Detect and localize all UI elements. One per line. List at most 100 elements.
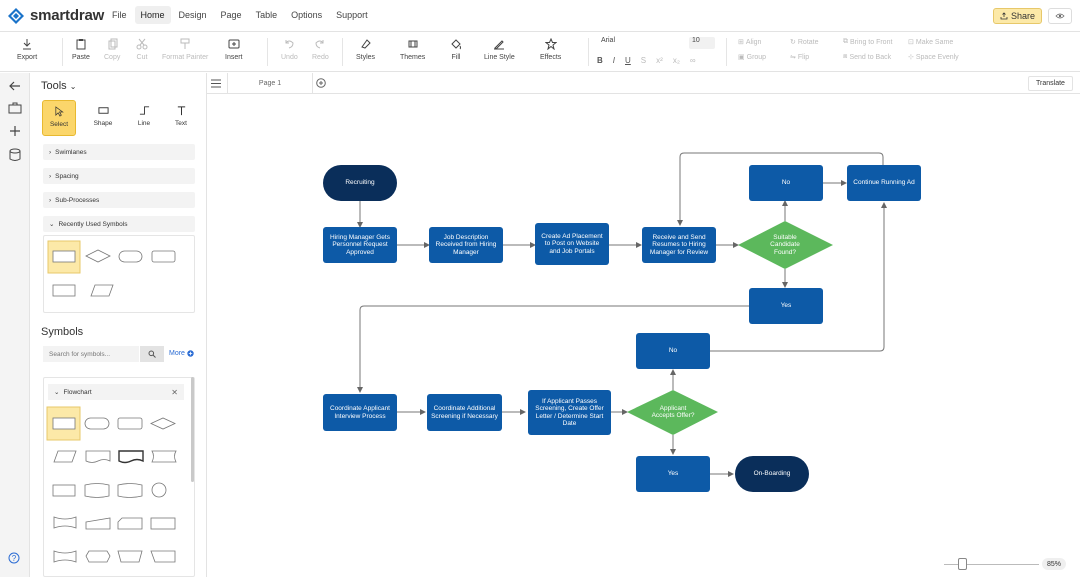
paste-button[interactable]: Paste <box>72 38 90 61</box>
symbol-process[interactable] <box>52 417 76 430</box>
list-icon[interactable] <box>211 79 221 88</box>
share-button[interactable]: Share <box>993 8 1042 24</box>
no-bottom-node[interactable]: No <box>636 333 710 369</box>
view-toggle-button[interactable] <box>1048 8 1072 24</box>
line-style-button[interactable]: Line Style <box>484 38 515 61</box>
zoom-slider-thumb[interactable] <box>958 558 967 570</box>
coordinate-interview-node[interactable]: Coordinate Applicant Interview Process <box>323 394 397 431</box>
select-tool[interactable]: Select <box>42 100 76 136</box>
offer-letter-node[interactable]: If Applicant Passes Screening, Create Of… <box>528 390 611 435</box>
recruiting-node[interactable]: Recruiting <box>323 165 397 201</box>
strikethrough-button[interactable]: S <box>640 56 647 65</box>
fill-button[interactable]: Fill <box>450 38 462 61</box>
export-button[interactable]: Export <box>17 38 37 61</box>
accepts-decision-shape[interactable] <box>627 390 718 435</box>
insert-button[interactable]: Insert <box>225 38 243 61</box>
connector-line[interactable] <box>677 152 884 226</box>
drawing-canvas[interactable]: Recruiting Hiring Manager Gets Personnel… <box>207 95 1080 577</box>
spacing-section[interactable]: ›Spacing <box>43 168 195 184</box>
superscript-button[interactable]: x² <box>656 56 663 65</box>
yes-mid-node[interactable]: Yes <box>749 288 823 324</box>
suitable-decision-shape[interactable] <box>738 221 833 269</box>
font-size-select[interactable]: 10 <box>689 37 715 49</box>
menu-options[interactable]: Options <box>291 10 323 20</box>
app-logo[interactable]: smartdraw <box>8 7 104 24</box>
flowchart-library-header[interactable]: ⌄ Flowchart ✕ <box>48 384 184 400</box>
menu-support[interactable]: Support <box>336 10 368 20</box>
group-button[interactable]: ▣Group <box>738 53 766 62</box>
styles-button[interactable]: Styles <box>356 38 375 61</box>
connector-line[interactable] <box>357 305 749 393</box>
make-same-button[interactable]: ⊡Make Same <box>908 38 953 47</box>
swimlanes-section[interactable]: ›Swimlanes <box>43 144 195 160</box>
menu-home[interactable]: Home <box>134 6 171 24</box>
redo-button[interactable]: Redo <box>312 38 329 61</box>
data-symbol[interactable] <box>90 284 114 297</box>
zoom-slider-track[interactable] <box>944 564 1039 565</box>
subscript-button[interactable]: x₂ <box>672 56 680 65</box>
symbol-database[interactable] <box>84 483 110 498</box>
terminator-symbol[interactable] <box>118 250 143 263</box>
back-arrow-icon[interactable] <box>8 79 22 93</box>
symbol-document[interactable] <box>85 450 111 463</box>
symbol-search-input[interactable] <box>43 346 139 362</box>
recently-used-section[interactable]: ⌄Recently Used Symbols <box>43 216 195 232</box>
italic-button[interactable]: I <box>612 56 616 65</box>
symbol-predefined-process[interactable] <box>52 484 76 497</box>
create-ad-node[interactable]: Create Ad Placement to Post on Website a… <box>535 223 609 265</box>
undo-button[interactable]: Undo <box>281 38 298 61</box>
more-symbols-link[interactable]: More <box>169 350 194 357</box>
text-tool[interactable]: Text <box>164 100 198 136</box>
sub-processes-section[interactable]: ›Sub-Processes <box>43 192 195 208</box>
symbol-punched-tape[interactable] <box>53 516 77 529</box>
receive-resumes-node[interactable]: Receive and Send Resumes to Hiring Manag… <box>642 227 716 263</box>
coordinate-screening-node[interactable]: Coordinate Additional Screening if Neces… <box>427 394 502 431</box>
symbol-display[interactable] <box>85 550 111 563</box>
link-button[interactable]: ∞ <box>689 56 696 65</box>
help-icon[interactable]: ? <box>8 552 20 564</box>
symbol-offpage[interactable] <box>150 550 176 563</box>
symbol-data[interactable] <box>53 450 77 463</box>
format-painter-button[interactable]: Format Painter <box>162 38 208 61</box>
copy-button[interactable]: Copy <box>104 38 120 61</box>
translate-button[interactable]: Translate <box>1028 76 1073 91</box>
process-symbol[interactable] <box>52 250 76 263</box>
tab-page-1[interactable]: Page 1 <box>227 73 313 94</box>
menu-page[interactable]: Page <box>220 10 242 20</box>
underline-button[interactable]: U <box>625 56 631 65</box>
cut-button[interactable]: Cut <box>136 38 148 61</box>
zoom-level[interactable]: 85% <box>1042 558 1066 570</box>
flip-button[interactable]: ⇋Flip <box>790 53 809 62</box>
database-icon[interactable] <box>8 148 22 162</box>
symbol-card[interactable] <box>117 517 143 530</box>
predefined-process-symbol[interactable] <box>52 284 76 297</box>
toolbox-icon[interactable] <box>8 101 22 115</box>
bold-button[interactable]: B <box>597 56 603 65</box>
symbol-connector[interactable] <box>151 482 167 498</box>
continue-ad-node[interactable]: Continue Running Ad <box>847 165 921 201</box>
symbol-tape[interactable] <box>53 550 77 563</box>
bring-to-front-button[interactable]: ⧉Bring to Front <box>843 38 892 46</box>
themes-button[interactable]: Themes <box>400 38 425 61</box>
menu-design[interactable]: Design <box>178 10 207 20</box>
job-description-node[interactable]: Job Description Received from Hiring Man… <box>429 227 503 263</box>
symbol-manual-input[interactable] <box>85 517 111 530</box>
symbol-library-scrollbar[interactable] <box>191 377 194 482</box>
symbol-search-button[interactable] <box>140 346 164 362</box>
symbol-decision[interactable] <box>150 417 176 430</box>
symbol-rounded[interactable] <box>117 417 143 430</box>
symbol-direct-data[interactable] <box>117 483 143 498</box>
symbol-multi-document[interactable] <box>118 450 144 464</box>
symbol-manual-operation[interactable] <box>117 550 143 563</box>
hiring-manager-node[interactable]: Hiring Manager Gets Personnel Request Ap… <box>323 227 397 263</box>
symbol-internal-storage[interactable] <box>150 517 176 530</box>
onboarding-node[interactable]: On-Boarding <box>735 456 809 492</box>
align-button[interactable]: ⊞Align <box>738 38 761 47</box>
menu-table[interactable]: Table <box>255 10 278 20</box>
font-family-select[interactable]: Arial <box>601 37 616 44</box>
no-top-node[interactable]: No <box>749 165 823 201</box>
rotate-button[interactable]: ↻Rotate <box>790 38 819 47</box>
plus-icon[interactable] <box>8 124 22 138</box>
close-icon[interactable]: ✕ <box>171 387 178 397</box>
tools-title[interactable]: Tools ⌄ <box>41 80 76 92</box>
